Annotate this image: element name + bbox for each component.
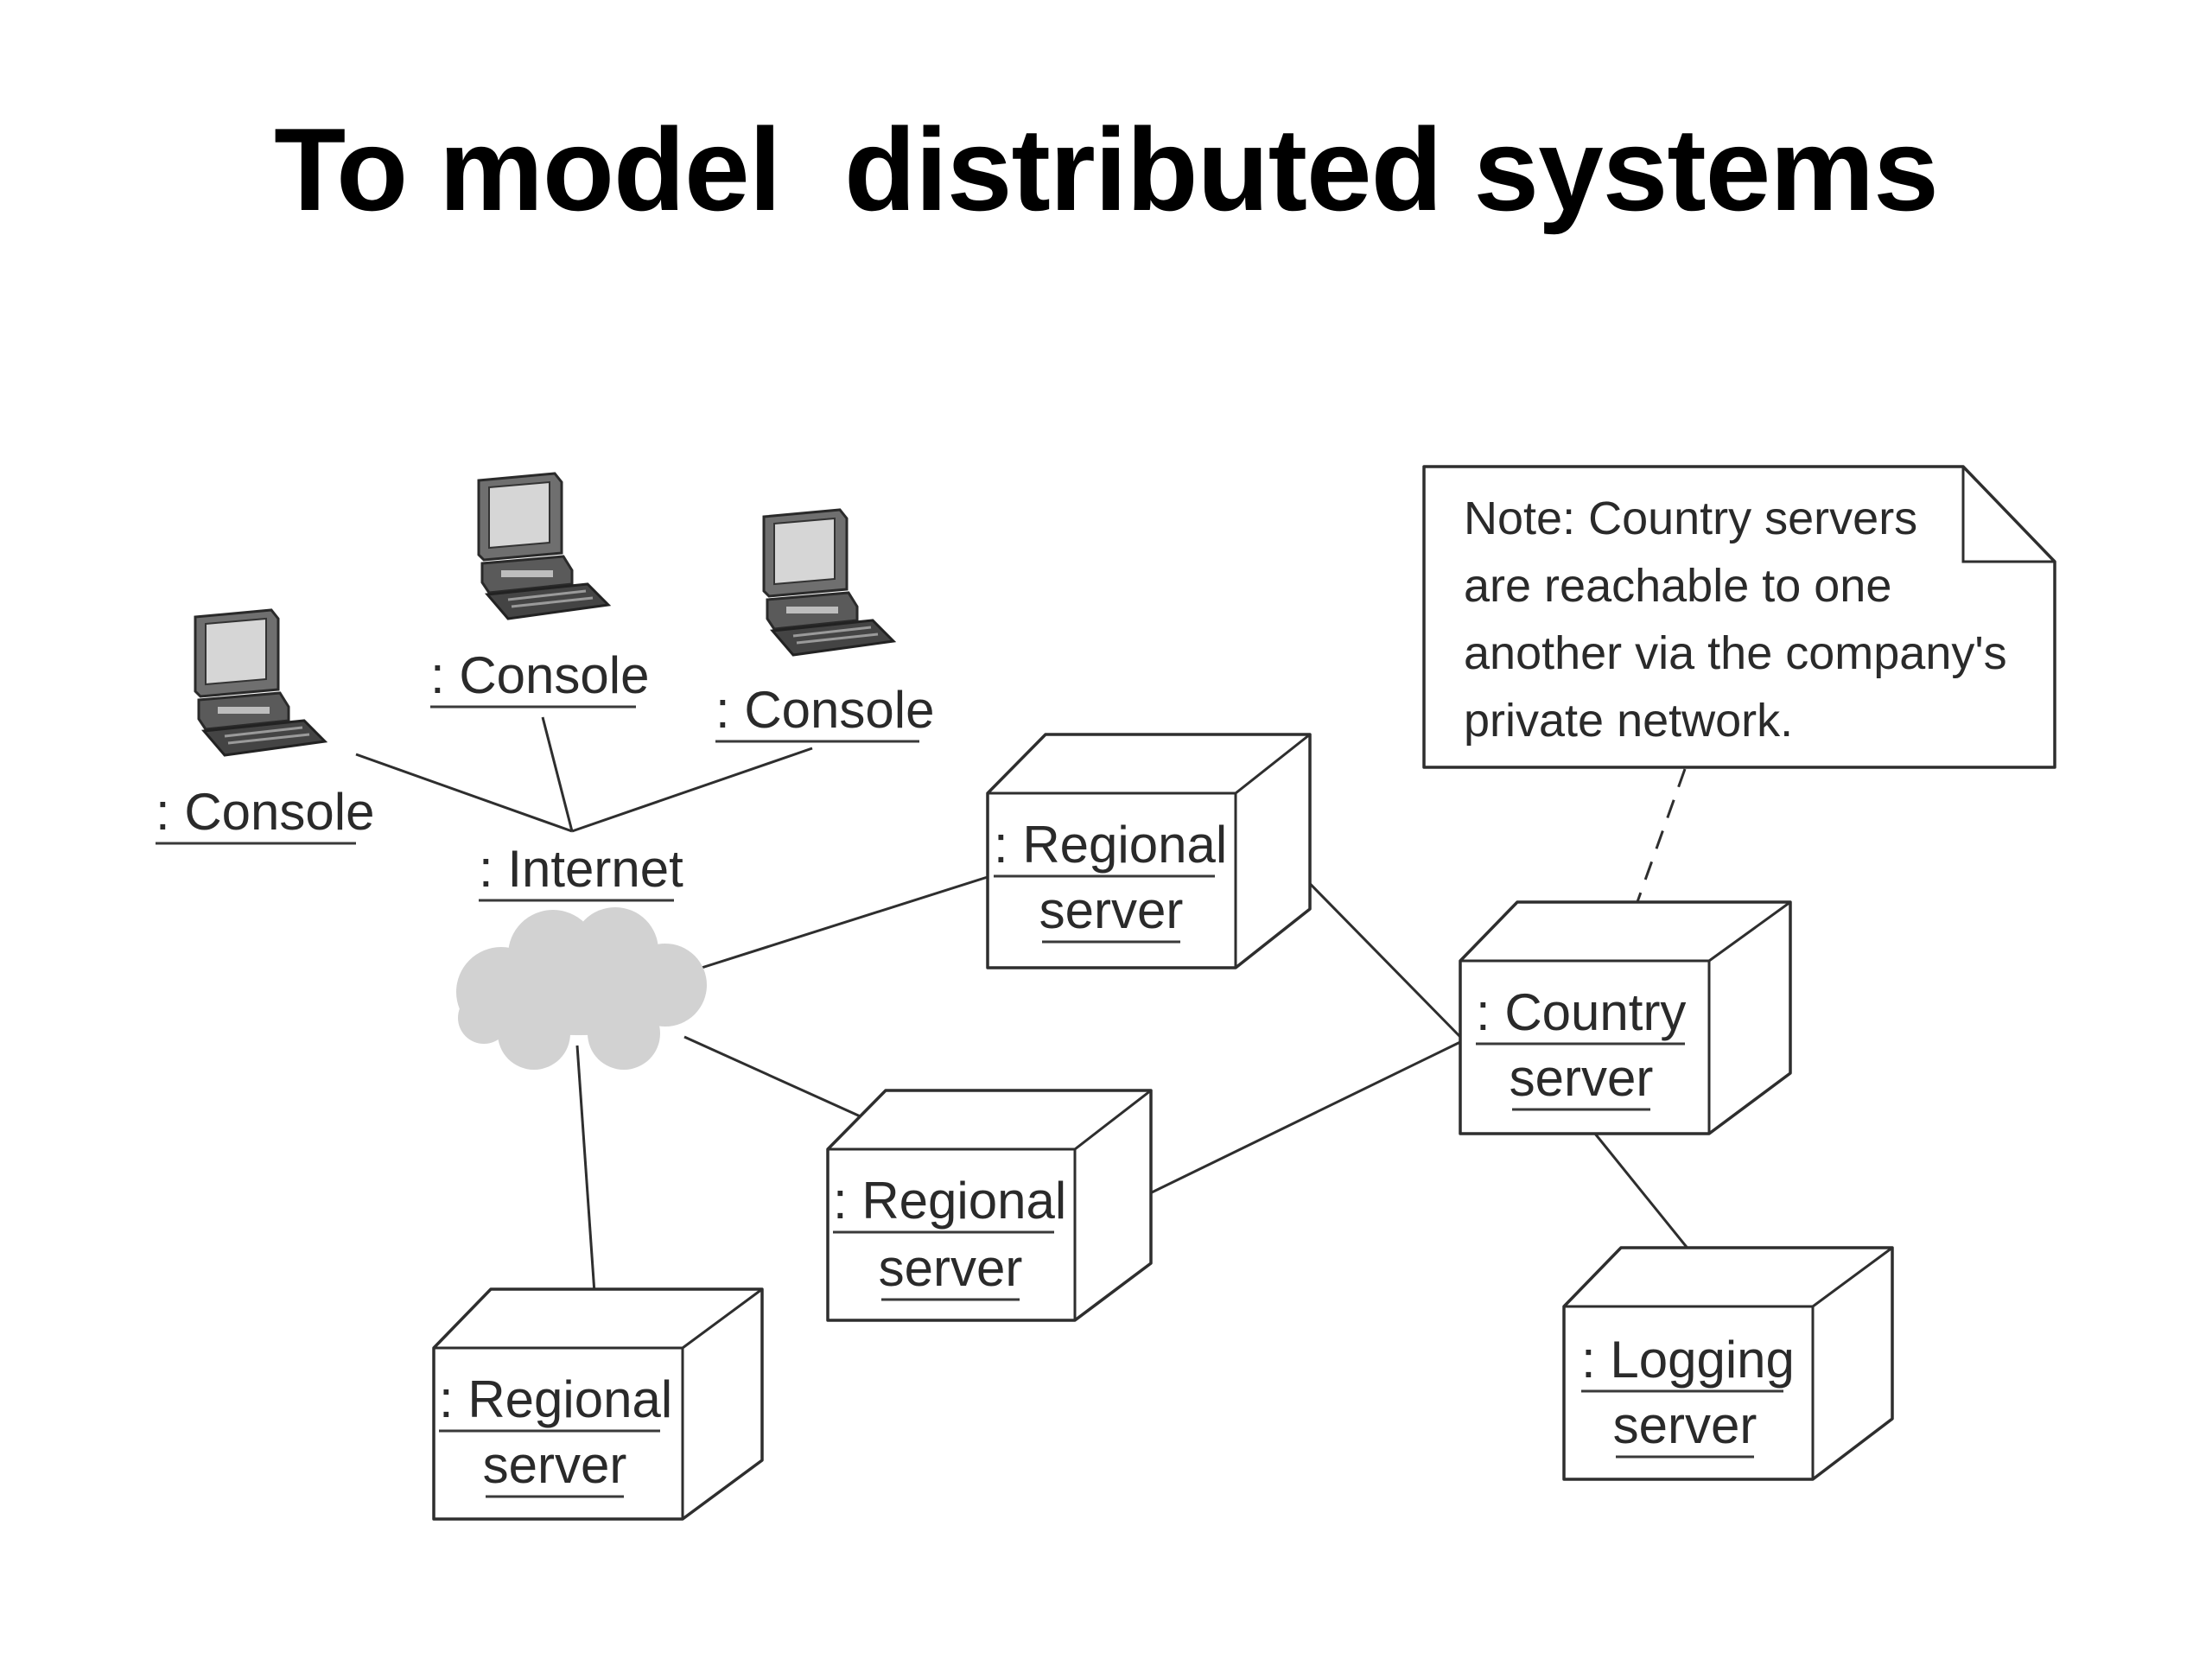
console-label: : Console bbox=[430, 646, 649, 704]
node-label-line2: server bbox=[483, 1436, 627, 1494]
node-label-line1: : Regional bbox=[833, 1172, 1066, 1230]
console-label: : Console bbox=[156, 783, 374, 841]
console-label: : Console bbox=[715, 681, 934, 739]
node-label-line2: server bbox=[1613, 1396, 1758, 1454]
note-line: Note: Country servers bbox=[1464, 493, 1917, 544]
edge-console2-internet bbox=[541, 716, 574, 832]
edge-internet-regional1 bbox=[701, 875, 988, 969]
country-server-node: : Country server bbox=[1459, 900, 1792, 1135]
edge-internet-regional3 bbox=[575, 1045, 598, 1319]
node-label-line2: server bbox=[879, 1239, 1023, 1297]
note-line: private network. bbox=[1464, 695, 1793, 747]
node-label-line1: : Logging bbox=[1581, 1331, 1795, 1389]
node-label-line2: server bbox=[1039, 881, 1184, 939]
node-label-line1: : Country bbox=[1476, 983, 1686, 1041]
logging-server-node: : Logging server bbox=[1562, 1246, 1894, 1481]
edge-console3-internet bbox=[571, 747, 813, 833]
note-line: are reachable to one bbox=[1464, 560, 1891, 612]
console-node: : Console bbox=[156, 608, 374, 845]
regional-server-node: : Regional server bbox=[986, 733, 1312, 969]
console-node: : Console bbox=[430, 472, 649, 709]
regional-server-node: : Regional server bbox=[432, 1287, 764, 1521]
note-line: another via the company's bbox=[1464, 627, 2007, 679]
internet-label: : Internet bbox=[479, 840, 683, 898]
node-label-line1: : Regional bbox=[439, 1370, 672, 1428]
node-label-line1: : Regional bbox=[994, 816, 1227, 874]
console-node: : Console bbox=[715, 508, 934, 743]
slide-title: To model distributed systems bbox=[274, 104, 1939, 235]
regional-server-node: : Regional server bbox=[826, 1089, 1153, 1322]
edge-internet-regional2 bbox=[683, 1035, 865, 1120]
note-box bbox=[1422, 465, 2056, 769]
edge-console1-internet bbox=[355, 753, 573, 833]
cloud-icon bbox=[456, 907, 707, 1070]
computer-icon bbox=[762, 508, 895, 657]
node-label-line2: server bbox=[1510, 1049, 1654, 1107]
note: Note: Country servers are reachable to o… bbox=[1422, 465, 2056, 769]
computer-icon bbox=[477, 472, 610, 620]
internet-node: : Internet bbox=[456, 840, 707, 1070]
edge-regional2-country bbox=[1119, 1040, 1461, 1210]
computer-icon bbox=[194, 608, 327, 757]
